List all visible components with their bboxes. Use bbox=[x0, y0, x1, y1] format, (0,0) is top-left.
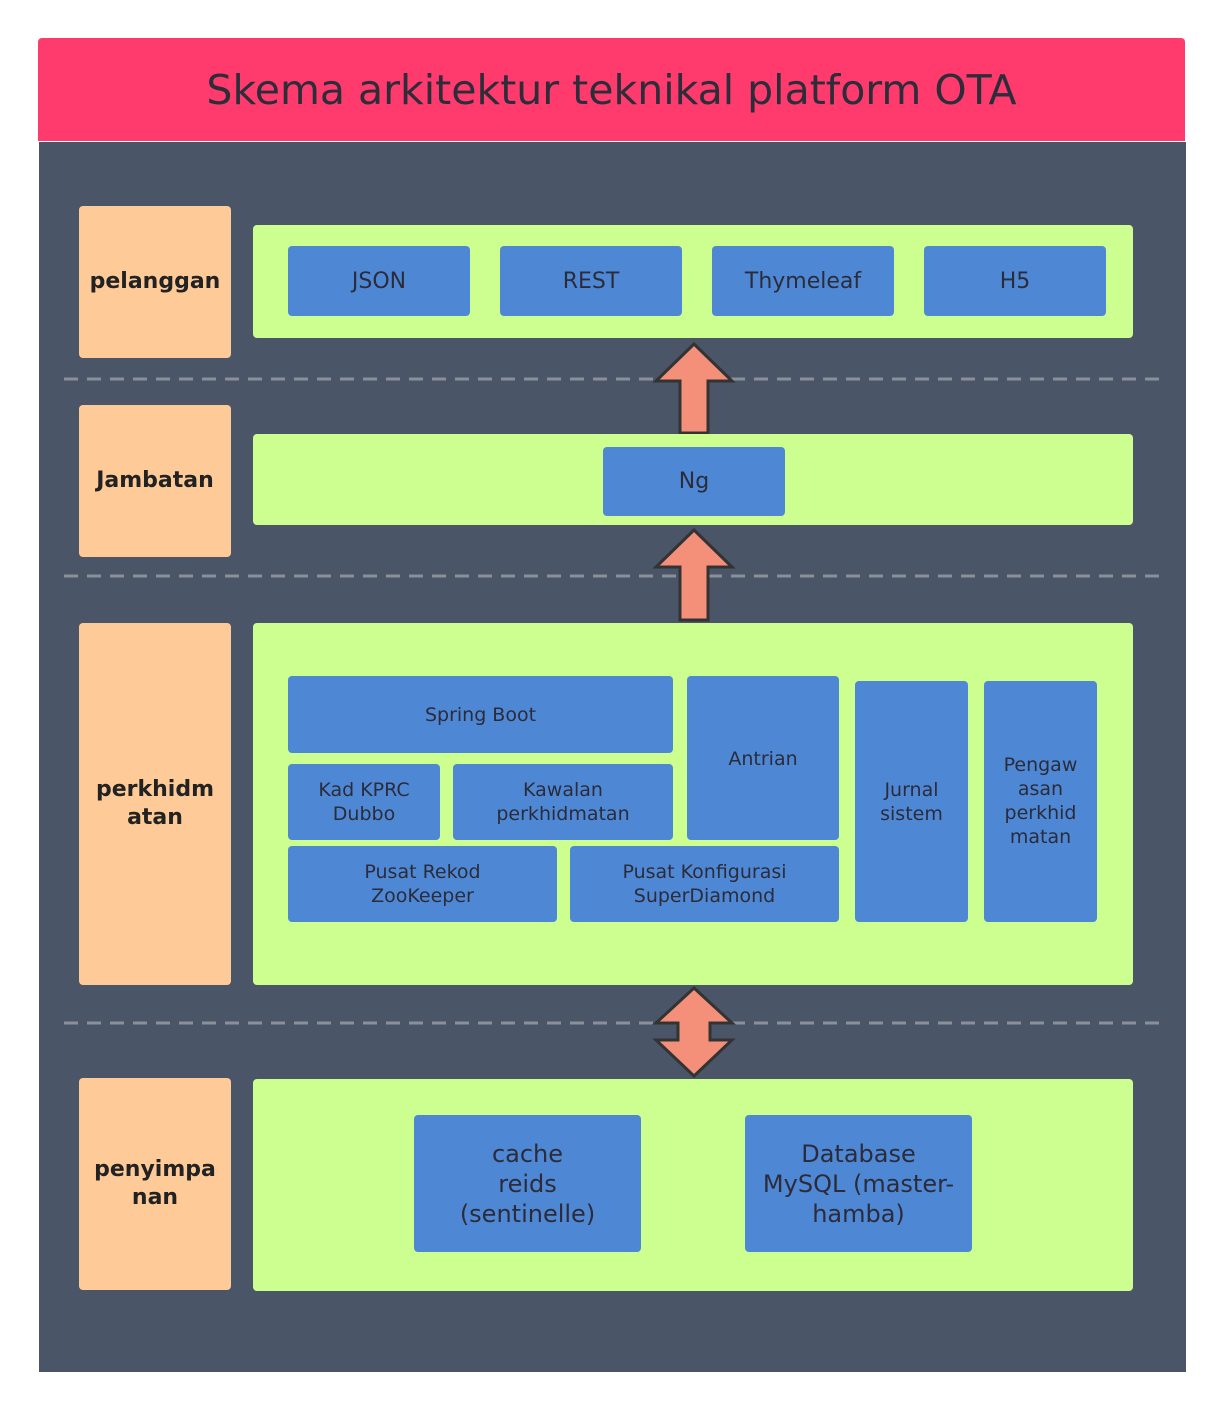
component-spring-boot: Spring Boot bbox=[288, 676, 673, 753]
arrow-service-to-bridge bbox=[652, 527, 736, 622]
component-h5: H5 bbox=[924, 246, 1106, 316]
layer-label-client: pelanggan bbox=[79, 206, 231, 358]
component-ng: Ng bbox=[603, 447, 785, 516]
component-pusat-konfigurasi-superdiamond: Pusat Konfigurasi SuperDiamond bbox=[570, 846, 839, 922]
component-jurnal-sistem: Jurnal sistem bbox=[855, 681, 968, 922]
component-pengawasan-perkhidmatan: Pengaw asan perkhid matan bbox=[984, 681, 1097, 922]
layer-label-bridge: Jambatan bbox=[79, 405, 231, 557]
component-antrian: Antrian bbox=[687, 676, 839, 840]
arrow-bridge-to-client bbox=[652, 341, 736, 435]
layer-label-service: perkhidm atan bbox=[79, 623, 231, 985]
component-cache-redis: cache reids (sentinelle) bbox=[414, 1115, 641, 1252]
component-pusat-rekod-zookeeper: Pusat Rekod ZooKeeper bbox=[288, 846, 557, 922]
component-kawalan-perkhidmatan: Kawalan perkhidmatan bbox=[453, 764, 673, 840]
diagram-title: Skema arkitektur teknikal platform OTA bbox=[38, 38, 1185, 141]
component-thymeleaf: Thymeleaf bbox=[712, 246, 894, 316]
layer-label-storage: penyimpa nan bbox=[79, 1078, 231, 1290]
layer-panel-storage bbox=[253, 1079, 1133, 1291]
component-json: JSON bbox=[288, 246, 470, 316]
arrow-service-storage bbox=[652, 985, 736, 1079]
component-kad-kprc-dubbo: Kad KPRC Dubbo bbox=[288, 764, 440, 840]
component-rest: REST bbox=[500, 246, 682, 316]
component-database-mysql: Database MySQL (master- hamba) bbox=[745, 1115, 972, 1252]
